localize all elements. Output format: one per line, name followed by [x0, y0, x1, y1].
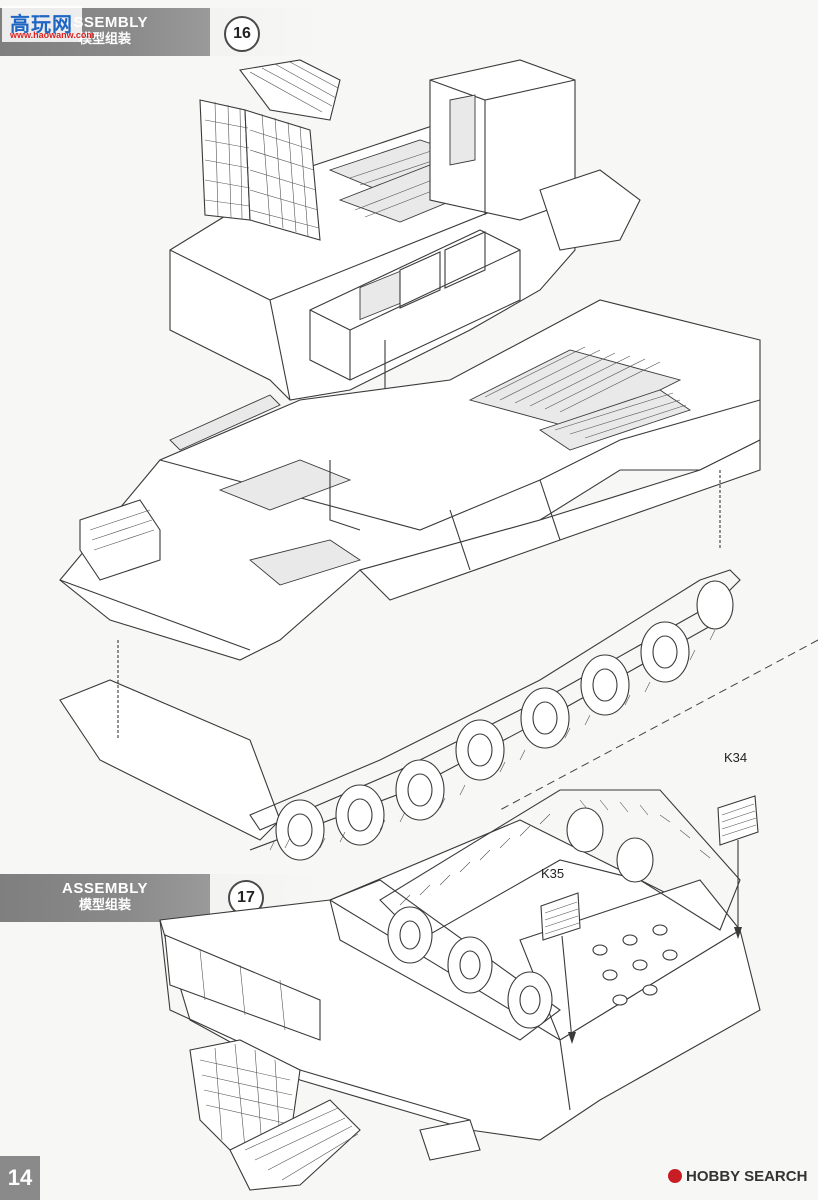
part-label-k34: K34 [724, 750, 748, 765]
hull-drawing [59, 299, 761, 861]
step-17-banner: ASSEMBLY 模型组装 [0, 874, 210, 922]
brand-text: HOBBY SEARCH [686, 1168, 808, 1185]
brand-logo-icon [668, 1169, 682, 1183]
brand-watermark: HOBBY SEARCH [668, 1168, 807, 1185]
part-label-k35: K35 [541, 866, 565, 881]
part-k35-shape [540, 892, 581, 941]
step-16-number: 16 [224, 16, 260, 52]
site-watermark-logo: 高玩网 www.haowanw.com [2, 6, 94, 42]
hull-rear-drawing [159, 789, 761, 1191]
page-number: 14 [0, 1156, 40, 1200]
turret-module-drawing [169, 59, 641, 484]
part-k34-shape [717, 795, 759, 846]
watermark-url: www.haowanw.com [10, 30, 95, 40]
step-16-label-cn: 模型组装 [78, 32, 131, 47]
step-17-label-en: ASSEMBLY [62, 880, 148, 897]
step-separator-line [499, 639, 818, 811]
watermark-title: 高玩网 [10, 12, 73, 36]
step-16-label-en: ASSEMBLY [62, 14, 148, 31]
road-wheels-step16 [275, 580, 734, 861]
step-17-label-cn: 模型组装 [78, 898, 131, 913]
